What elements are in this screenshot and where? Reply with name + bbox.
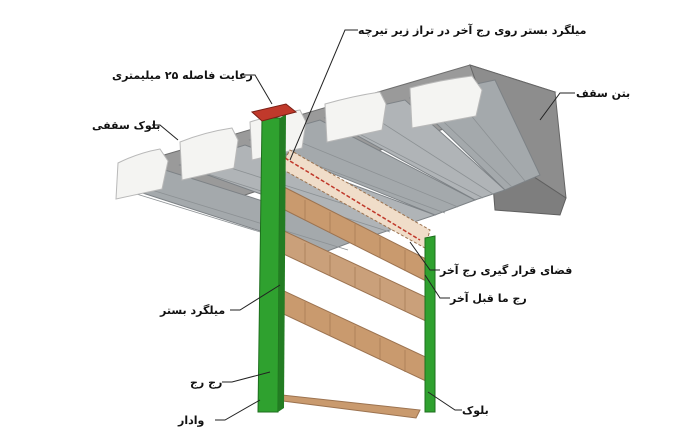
label-row-before-last: رج ما قبل آخر [450,292,527,305]
label-stud: وادار [178,414,205,427]
roof-block [409,75,483,129]
stud-front-side [278,114,286,412]
leader-before-last [424,274,450,299]
brick-joints [304,200,406,372]
roof-block [324,91,387,143]
stud-back [424,235,436,413]
brick-rows [273,149,433,419]
leader-last-space [409,241,440,271]
top-rebar [284,157,421,241]
brick-row [273,394,421,419]
label-last-row-space: فضای قرار گیری رج آخر [440,264,573,277]
stud-front [257,117,281,413]
stud-cap-plate [250,103,298,122]
leader-roof-block [152,124,179,141]
leader-bed-rebar [230,284,281,311]
leader-stud [215,399,261,421]
studs [257,114,436,413]
leader-block [427,391,462,411]
leader-gap [240,74,273,105]
label-gap-25mm: رعایت فاصله ۲۵ میلیمتری [112,69,253,82]
label-course-row: رج رج [190,376,223,389]
brick-row-last [279,149,431,249]
roof-block [115,148,169,200]
label-block: بلوک [462,404,489,417]
label-roof-concrete: بتن سقف [576,87,631,100]
label-roof-block: بلوک سقفی [92,119,161,132]
leader-lines [152,29,575,421]
label-bed-rebar: میلگرد بستر [160,304,226,317]
leader-top-rebar [289,29,358,161]
leader-concrete [539,92,575,121]
label-top-rebar: میلگرد بستر روی رج آخر در تراز زیر تیرچه [358,24,587,37]
roof-block [179,127,239,181]
leader-course [222,371,271,383]
